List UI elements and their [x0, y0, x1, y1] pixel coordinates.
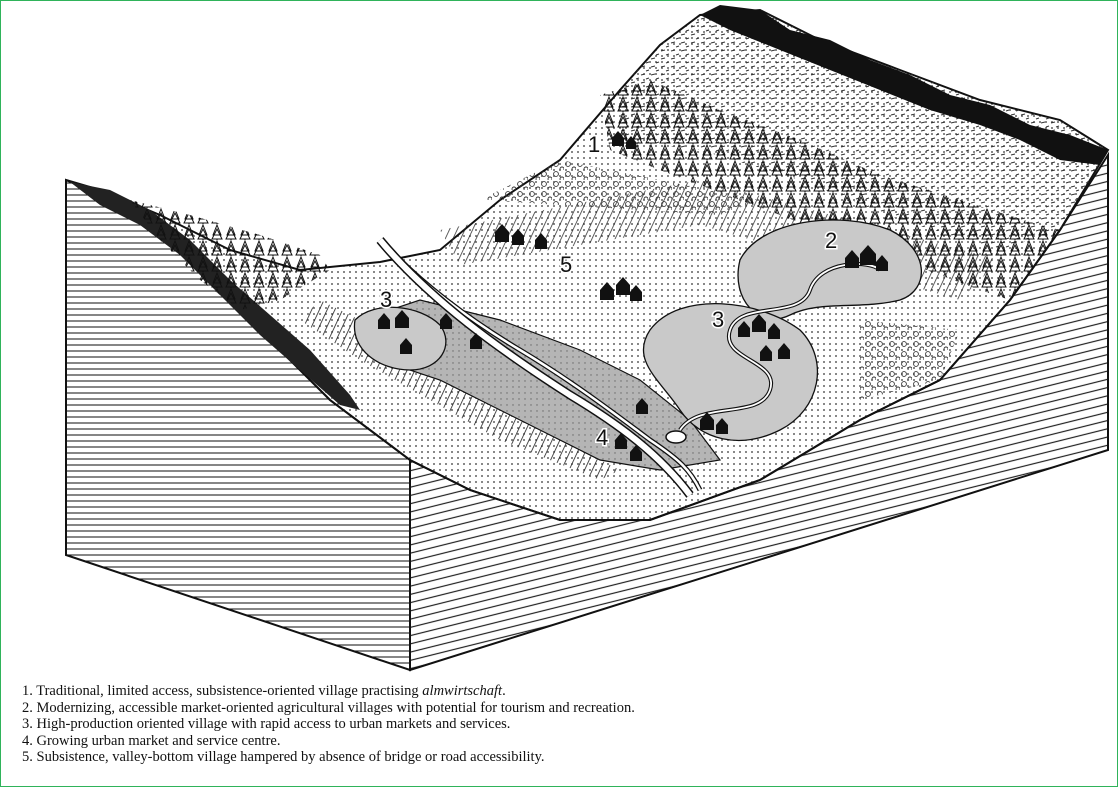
marker-4: 4 [596, 425, 608, 450]
legend-item-5: 5. Subsistence, valley-bottom village ha… [22, 749, 1102, 766]
marker-1: 1 [588, 132, 600, 157]
legend-item-1: 1. Traditional, limited access, subsiste… [22, 683, 1102, 700]
legend: 1. Traditional, limited access, subsiste… [22, 683, 1102, 766]
legend-item-2: 2. Modernizing, accessible market-orient… [22, 700, 1102, 717]
bridge [666, 431, 686, 443]
marker-3-right: 3 [712, 307, 724, 332]
marker-5: 5 [560, 252, 572, 277]
marker-3-left: 3 [380, 287, 392, 312]
legend-item-3: 3. High-production oriented village with… [22, 716, 1102, 733]
valley-block-diagram: 1 2 3 3 4 5 [0, 0, 1120, 680]
marker-2: 2 [825, 228, 837, 253]
legend-item-4: 4. Growing urban market and service cent… [22, 733, 1102, 750]
